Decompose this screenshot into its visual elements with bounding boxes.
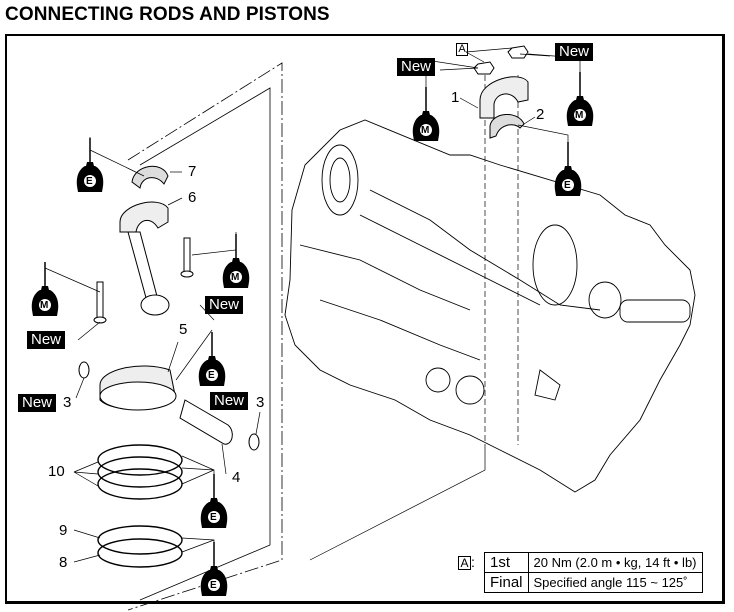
lube-letter: E <box>208 370 215 381</box>
piston-rings <box>97 444 183 568</box>
callout-3-right: 3 <box>256 394 265 411</box>
piston-pin <box>179 399 233 445</box>
callout-4: 4 <box>232 469 241 486</box>
new-tag: New <box>210 392 249 410</box>
lube-letter: E <box>210 580 217 591</box>
callout-9: 9 <box>59 522 68 539</box>
diagram-frame <box>5 34 725 604</box>
callout-7: 7 <box>188 163 197 180</box>
clip-right <box>248 433 260 451</box>
callout-1: 1 <box>451 89 460 106</box>
callout-8: 8 <box>59 554 68 571</box>
lube-letter: E <box>86 176 93 187</box>
spec-step: 1st <box>484 552 529 573</box>
callout-6: 6 <box>188 189 197 206</box>
spec-colon: : <box>471 554 475 570</box>
rod-cap <box>479 76 529 119</box>
spec-value: Specified angle 115 ~ 125˚ <box>527 572 703 593</box>
callout-5: 5 <box>179 321 188 338</box>
new-tag: New <box>18 394 57 412</box>
ref-a-marker: A <box>456 43 468 56</box>
lube-letter: M <box>231 272 240 283</box>
torque-spec-table: 1st 20 Nm (2.0 m • kg, 14 ft • lb) Final… <box>484 552 703 593</box>
rod-shank <box>127 231 159 306</box>
page-title: CONNECTING RODS AND PISTONS <box>5 4 330 25</box>
new-tag: New <box>555 43 594 61</box>
left-parts <box>78 165 260 451</box>
bearing-upper <box>489 114 525 139</box>
engine-block <box>284 119 696 493</box>
lube-letter: E <box>210 512 217 523</box>
rod-bolt-left <box>96 281 104 320</box>
new-tag: New <box>27 331 66 349</box>
new-tag: New <box>397 58 436 76</box>
callout-3-left: 3 <box>63 394 72 411</box>
callout-10: 10 <box>48 463 65 480</box>
rod-small-end <box>140 294 170 316</box>
spec-value: 20 Nm (2.0 m • kg, 14 ft • lb) <box>527 552 703 573</box>
spec-row: 1st 20 Nm (2.0 m • kg, 14 ft • lb) <box>484 552 703 573</box>
spec-step: Final <box>484 572 529 593</box>
rod-big-end <box>119 201 169 233</box>
spec-row: Final Specified angle 115 ~ 125˚ <box>484 572 703 593</box>
rod-cap-parts <box>473 45 529 139</box>
new-tag: New <box>205 296 244 314</box>
callout-2: 2 <box>536 106 545 123</box>
lube-letter: E <box>564 180 571 191</box>
rod-bolt-right <box>183 237 191 274</box>
lube-letter: M <box>575 110 584 121</box>
clip-left <box>78 361 90 379</box>
spec-ref-a: A <box>458 556 471 570</box>
lube-letter: M <box>421 125 430 136</box>
centerlines <box>309 75 519 561</box>
lube-letter: M <box>40 300 49 311</box>
nut-right <box>507 45 529 59</box>
bearing-lower <box>131 165 169 189</box>
